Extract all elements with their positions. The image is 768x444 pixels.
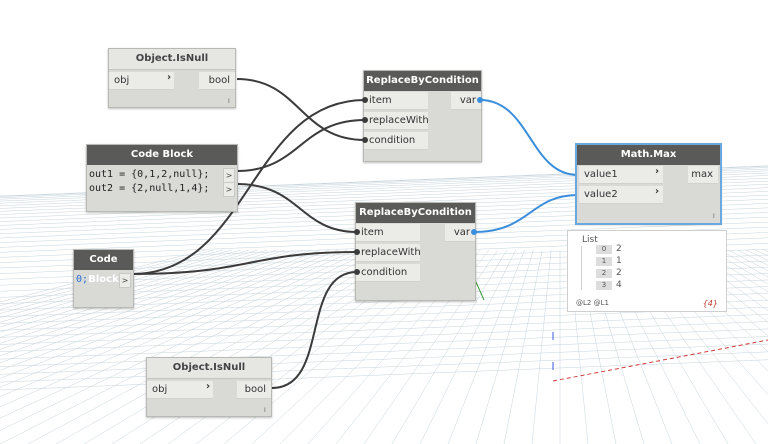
list-count: {4}	[702, 299, 718, 308]
output-port-bool[interactable]: bool	[237, 381, 271, 399]
lacing-icon: ı	[227, 96, 230, 105]
port-label: bool	[208, 75, 230, 86]
node-title: Math.Max	[577, 145, 720, 165]
port-label: value1	[584, 169, 618, 180]
node-code-block-1[interactable]: Code Block out1 = {0,1,2,null}; > out2 =…	[86, 144, 238, 212]
port-dot	[354, 249, 360, 255]
node-math-max[interactable]: Math.Max value1 › value2 › max ı	[575, 143, 722, 225]
output-port-var[interactable]: var	[445, 224, 475, 242]
list-levels: @L2 @L1	[576, 299, 609, 307]
lacing-icon: ı	[263, 405, 266, 414]
port-label: item	[369, 95, 392, 106]
port-label: obj	[152, 384, 168, 395]
code-line-1[interactable]: out1 = {0,1,2,null};	[89, 169, 210, 180]
port-dot	[362, 117, 368, 123]
preview-title: List	[582, 235, 598, 245]
code-line-2[interactable]: out2 = {2,null,1,4};	[89, 183, 210, 194]
output-port-max[interactable]: max	[688, 166, 718, 184]
output-port-out[interactable]: >	[119, 273, 131, 288]
port-dot	[362, 97, 368, 103]
node-replace-by-condition-1[interactable]: ReplaceByCondition item replaceWith cond…	[363, 70, 482, 162]
input-port-condition[interactable]: condition	[356, 264, 420, 282]
input-port-value2[interactable]: value2	[579, 186, 663, 204]
input-port-obj[interactable]: obj	[109, 72, 174, 90]
port-dot	[354, 229, 360, 235]
chevron-right-icon: ›	[206, 381, 211, 392]
code-line-1[interactable]: 0;	[76, 274, 89, 285]
input-port-replacewith[interactable]: replaceWith	[356, 244, 421, 262]
node-title: ReplaceByCondition	[364, 71, 481, 91]
node-object-isnull-2[interactable]: Object.IsNull obj › bool ı	[146, 357, 272, 417]
port-dot	[477, 97, 483, 103]
port-dot	[354, 269, 360, 275]
node-code-block-2[interactable]: Code Block 0; >	[73, 249, 134, 308]
input-port-obj[interactable]: obj	[147, 381, 213, 399]
output-port-out1[interactable]: >	[223, 168, 235, 183]
port-label: obj	[114, 75, 130, 86]
port-label: item	[361, 227, 384, 238]
port-label: replaceWith	[369, 115, 429, 126]
port-label: replaceWith	[361, 247, 421, 258]
chevron-right-icon: ›	[167, 72, 172, 83]
port-dot	[471, 229, 477, 235]
input-port-item[interactable]: item	[356, 224, 420, 242]
port-dot	[362, 137, 368, 143]
input-port-condition[interactable]: condition	[364, 132, 428, 150]
node-object-isnull-1[interactable]: Object.IsNull obj › bool ı	[108, 48, 236, 108]
input-port-value1[interactable]: value1	[579, 166, 663, 184]
output-port-bool[interactable]: bool	[199, 72, 235, 90]
output-port-var[interactable]: var	[451, 92, 481, 110]
port-label: bool	[244, 384, 266, 395]
output-port-out2[interactable]: >	[223, 182, 235, 197]
port-label: condition	[369, 135, 416, 146]
chevron-right-icon: ›	[655, 166, 660, 177]
input-port-replacewith[interactable]: replaceWith	[364, 112, 429, 130]
port-label: max	[691, 169, 713, 180]
node-title: Code Block	[87, 145, 237, 165]
port-label: var	[459, 95, 476, 106]
node-title: Object.IsNull	[109, 49, 235, 70]
node-title: Object.IsNull	[147, 358, 271, 379]
node-title: ReplaceByCondition	[356, 203, 475, 223]
node-title: Code Block	[74, 250, 133, 285]
node-replace-by-condition-2[interactable]: ReplaceByCondition item replaceWith cond…	[355, 202, 476, 301]
port-label: condition	[361, 267, 408, 278]
preview-tree-line	[581, 246, 582, 290]
lacing-icon: ı	[712, 211, 715, 220]
chevron-right-icon: ›	[655, 186, 660, 197]
port-label: var	[453, 227, 470, 238]
input-port-item[interactable]: item	[364, 92, 428, 110]
port-label: value2	[584, 189, 618, 200]
